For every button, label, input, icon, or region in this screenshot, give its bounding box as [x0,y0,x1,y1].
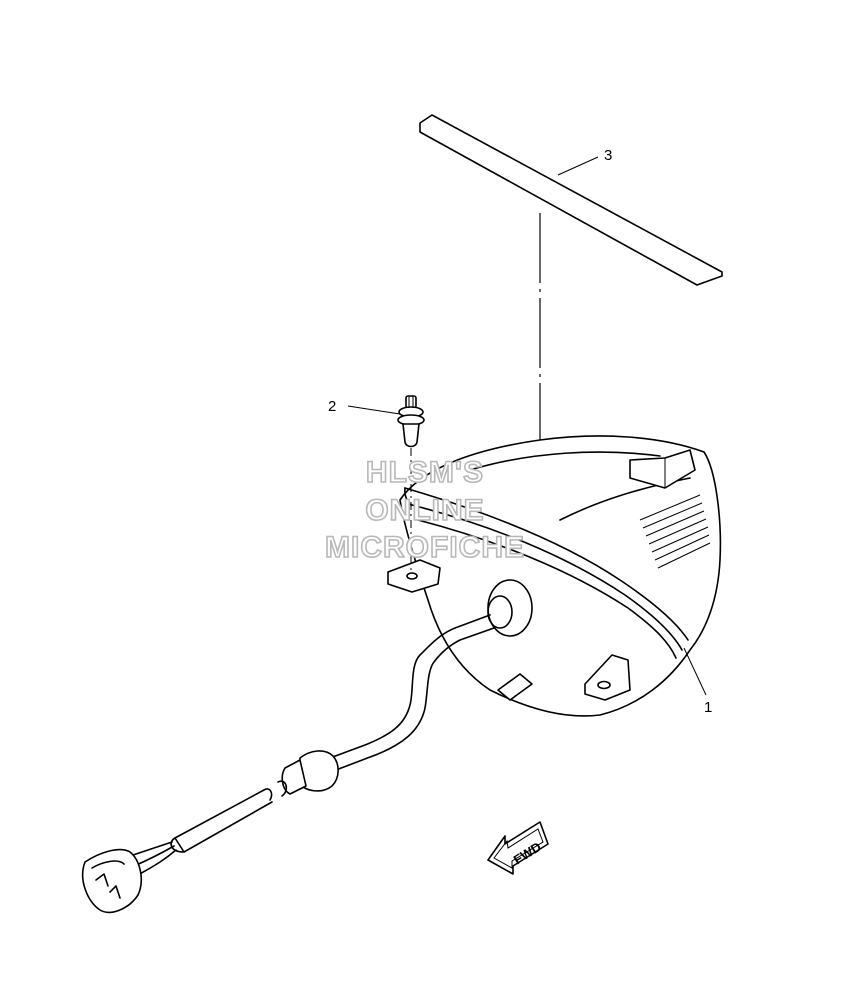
watermark-line-3: MICROFICHE [325,531,525,564]
leader-line-3 [557,156,599,176]
leader-line-1 [683,647,707,696]
watermark-line-1: HLSM'S [366,456,484,489]
part-3-strip [419,114,723,286]
callout-label-2: 2 [328,398,336,415]
callout-label-3: 3 [604,147,612,164]
part-1-tail-light-housing [387,435,722,717]
watermark: HLSM'S ONLINE MICROFICHE [324,455,525,565]
part-2-rivet-clip [397,395,425,570]
watermark-line-2: ONLINE [365,494,484,527]
leader-line-2 [347,405,401,415]
callout-label-1: 1 [704,699,712,716]
lens-ribs [639,494,711,569]
wire-harness [81,614,495,914]
forward-direction-arrow: FWD [487,821,549,875]
wire-connector [81,848,142,914]
